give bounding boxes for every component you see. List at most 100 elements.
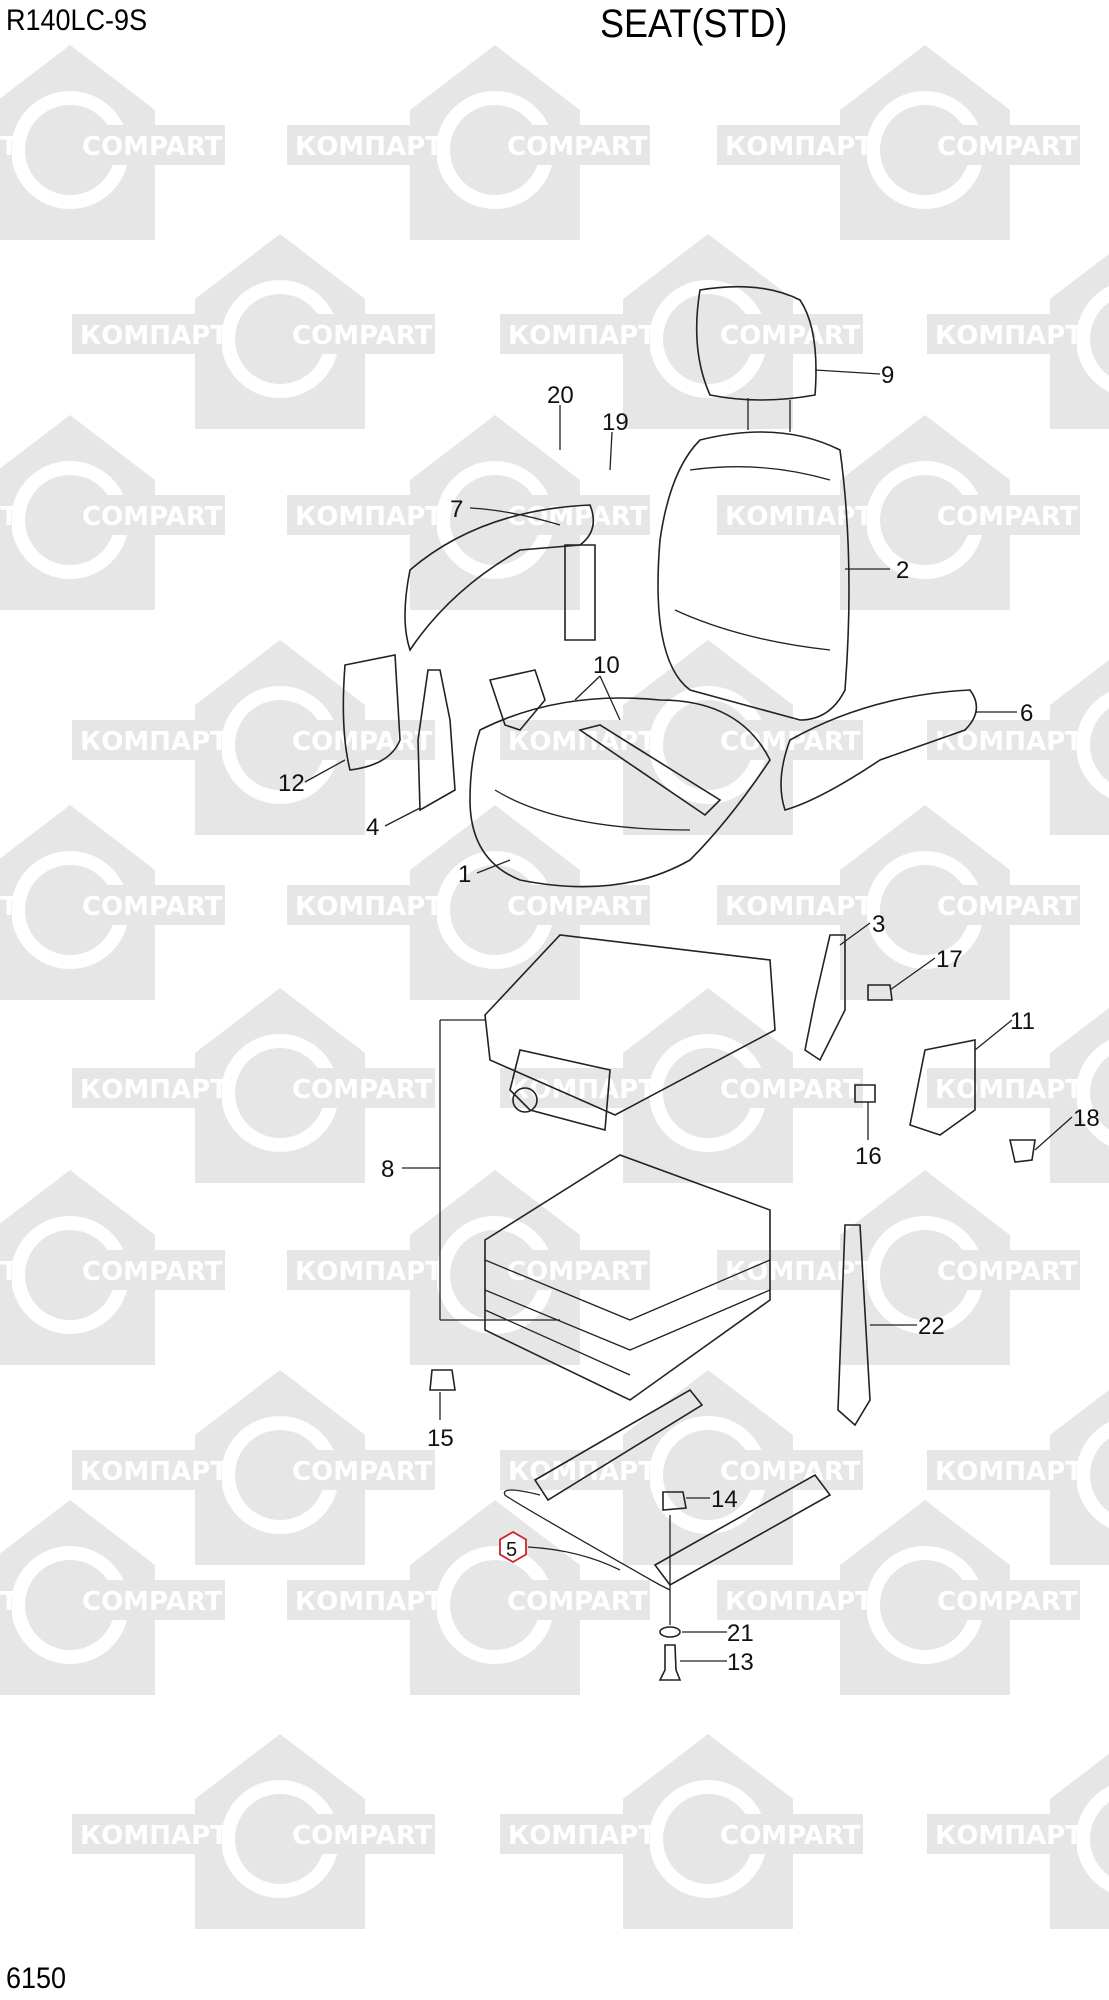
part-screw-18[interactable] <box>1008 1139 1036 1163</box>
callout-8[interactable]: 8 <box>381 1156 394 1183</box>
svg-text:COMPART: COMPART <box>937 132 1078 162</box>
part-seat-cushion[interactable] <box>469 697 771 888</box>
part-seat-belt[interactable] <box>488 669 722 817</box>
callout-12[interactable]: 12 <box>278 770 305 797</box>
part-side-cover[interactable] <box>342 654 401 771</box>
part-recliner-bracket-left[interactable] <box>417 669 456 812</box>
part-bolt-15[interactable] <box>429 1369 456 1391</box>
part-bolt-17[interactable] <box>867 984 893 1001</box>
svg-text:КОМПАРТ: КОМПАРТ <box>935 1457 1083 1487</box>
svg-text:КОМПАРТ: КОМПАРТ <box>508 1457 656 1487</box>
watermark-logo-shape <box>72 640 435 835</box>
part-nut[interactable] <box>662 1491 687 1511</box>
callout-14[interactable]: 14 <box>711 1486 738 1513</box>
part-slide-rail-assembly[interactable] <box>503 1388 832 1591</box>
svg-text:КОМПАРТ: КОМПАРТ <box>0 1587 18 1617</box>
watermark-logo-shape <box>0 805 225 1000</box>
callout-3[interactable]: 3 <box>872 911 885 938</box>
part-bolt-16[interactable] <box>854 1084 876 1103</box>
svg-text:КОМПАРТ: КОМПАРТ <box>295 502 443 532</box>
part-armrest-right[interactable] <box>780 689 978 811</box>
svg-text:COMPART: COMPART <box>507 132 648 162</box>
callout-4[interactable]: 4 <box>366 814 379 841</box>
model-name: R140LC-9S <box>6 4 148 37</box>
svg-text:КОМПАРТ: КОМПАРТ <box>725 892 873 922</box>
svg-text:КОМПАРТ: КОМПАРТ <box>295 892 443 922</box>
svg-text:КОМПАРТ: КОМПАРТ <box>0 132 18 162</box>
svg-text:КОМПАРТ: КОМПАРТ <box>725 502 873 532</box>
svg-text:КОМПАРТ: КОМПАРТ <box>508 321 656 351</box>
callout-7[interactable]: 7 <box>450 496 463 523</box>
callout-13[interactable]: 13 <box>727 1649 754 1676</box>
callout-1[interactable]: 1 <box>458 861 471 888</box>
callout-19[interactable]: 19 <box>602 409 629 436</box>
callout-20[interactable]: 20 <box>547 382 574 409</box>
svg-text:COMPART: COMPART <box>937 1257 1078 1287</box>
callout-21[interactable]: 21 <box>727 1620 754 1647</box>
svg-text:COMPART: COMPART <box>720 1821 861 1851</box>
callout-9[interactable]: 9 <box>881 362 894 389</box>
svg-text:КОМПАРТ: КОМПАРТ <box>0 1257 18 1287</box>
callout-18[interactable]: 18 <box>1073 1105 1100 1132</box>
svg-text:КОМПАРТ: КОМПАРТ <box>935 321 1083 351</box>
watermark-logo-shape <box>717 805 1080 1000</box>
watermark-logo: КОМПАРТ COMPART <box>725 132 1078 162</box>
part-suspension-assembly[interactable] <box>484 934 776 1401</box>
watermark-logo-shape <box>72 1734 435 1929</box>
part-washer[interactable] <box>659 1626 681 1638</box>
watermark-logo-shape <box>72 1370 435 1565</box>
svg-text:КОМПАРТ: КОМПАРТ <box>725 132 873 162</box>
watermark-logo-shape <box>717 415 1080 610</box>
watermark-logo-shape <box>72 988 435 1183</box>
callout-10[interactable]: 10 <box>593 652 620 679</box>
callout-5-highlighted[interactable]: 5 <box>499 1530 527 1564</box>
svg-text:COMPART: COMPART <box>937 502 1078 532</box>
svg-text:COMPART: COMPART <box>82 1587 223 1617</box>
watermark-shapes <box>0 45 1109 1929</box>
svg-text:КОМПАРТ: КОМПАРТ <box>80 1457 228 1487</box>
callout-5[interactable]: 5 <box>506 1539 517 1561</box>
svg-text:КОМПАРТ: КОМПАРТ <box>80 321 228 351</box>
callout-2[interactable]: 2 <box>896 557 909 584</box>
callout-11[interactable]: 11 <box>1010 1008 1035 1035</box>
part-armrest-left[interactable] <box>404 504 596 652</box>
svg-text:COMPART: COMPART <box>292 1075 433 1105</box>
part-strap[interactable] <box>837 1224 871 1427</box>
watermark-logo-shape <box>500 1734 863 1929</box>
watermark-logo-shape <box>927 1389 1109 1565</box>
svg-text:COMPART: COMPART <box>292 727 433 757</box>
watermark-logo-shape <box>287 805 650 1000</box>
svg-text:COMPART: COMPART <box>82 1257 223 1287</box>
callout-15[interactable]: 15 <box>427 1425 454 1452</box>
watermark-logo-shape <box>72 234 435 429</box>
part-cover-plate[interactable] <box>909 1039 976 1136</box>
callout-17[interactable]: 17 <box>936 946 963 973</box>
part-recliner-bracket-right[interactable] <box>804 934 846 1062</box>
watermark-logo-shape <box>500 1370 863 1565</box>
callouts: 20 19 9 7 2 10 6 12 4 1 3 17 11 18 16 8 … <box>278 362 1100 1676</box>
callout-22[interactable]: 22 <box>918 1313 945 1340</box>
part-bolt-13[interactable] <box>658 1644 682 1681</box>
svg-text:COMPART: COMPART <box>720 1075 861 1105</box>
callout-6[interactable]: 6 <box>1020 700 1033 727</box>
leader-lines <box>304 369 1073 1662</box>
part-backrest[interactable] <box>657 431 850 721</box>
callout-16[interactable]: 16 <box>855 1143 882 1170</box>
watermark-logo-shape <box>500 234 863 429</box>
part-headrest[interactable] <box>695 285 817 432</box>
